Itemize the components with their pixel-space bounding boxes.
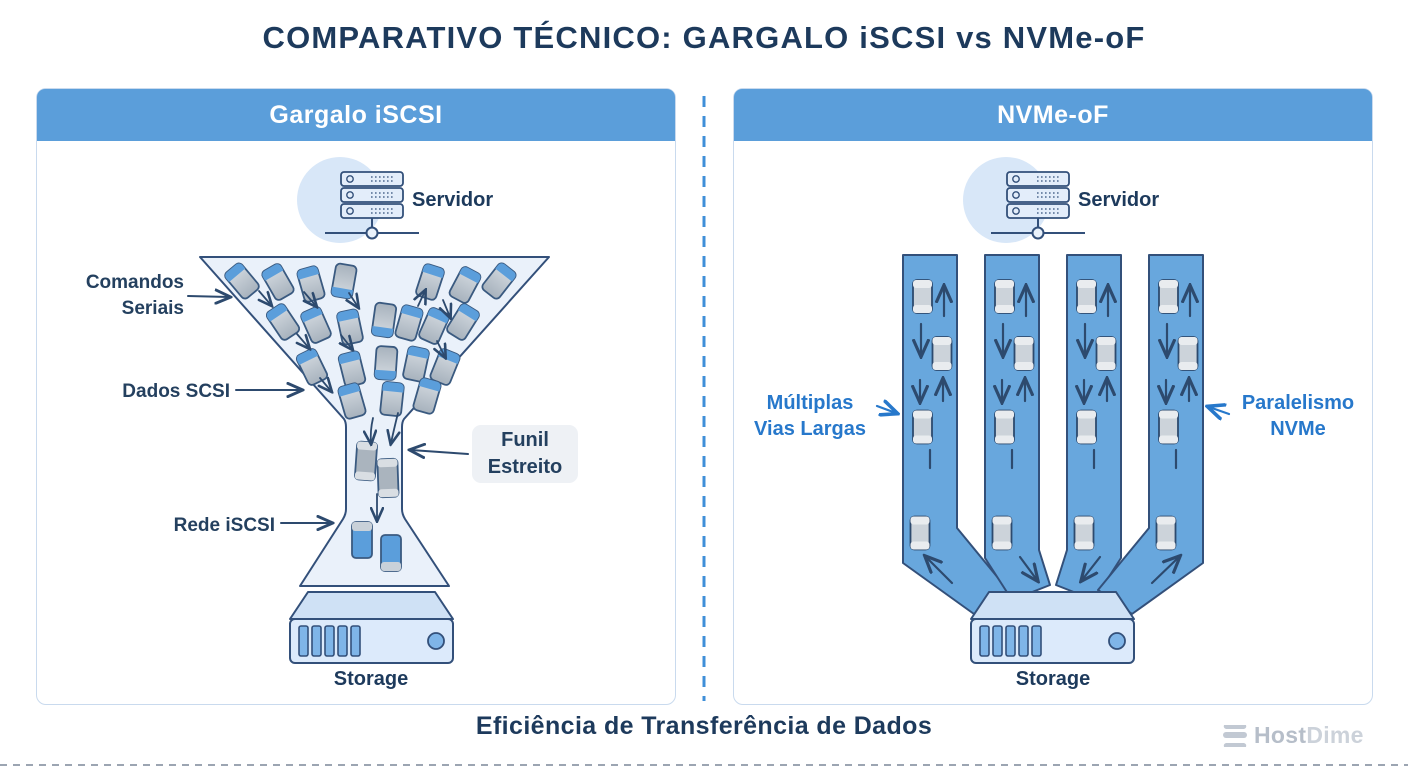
storage-label-right: Storage — [1015, 668, 1091, 690]
panel-header-iscsi: Gargalo iSCSI — [37, 89, 675, 141]
hostdime-logo: HostDime — [1222, 722, 1364, 749]
bottom-edge-line — [0, 764, 1408, 766]
brand-host: Host — [1254, 722, 1307, 748]
main-title: COMPARATIVO TÉCNICO: GARGALO iSCSI vs NV… — [262, 20, 1146, 55]
label-funil-estreito-box: Funil Estreito — [472, 425, 578, 483]
server-label-right: Servidor — [1078, 189, 1160, 211]
storage-label-left: Storage — [333, 668, 409, 690]
server-label-left: Servidor — [412, 189, 494, 211]
label-comandos-seriais: Comandos Seriais — [85, 272, 184, 319]
label-paralelismo-nvme: Paralelismo NVMe — [1241, 392, 1355, 440]
label-rede-iscsi: Rede iSCSI — [173, 515, 275, 536]
footer-caption: Eficiência de Transferência de Dados — [475, 712, 933, 740]
brand-dime: Dime — [1306, 722, 1364, 748]
label-dados-scsi: Dados SCSI — [122, 381, 230, 402]
panel-header-nvmeof: NVMe-oF — [734, 89, 1372, 141]
label-multiplas-vias: Múltiplas Vias Largas — [754, 392, 866, 440]
hostdime-logo-icon — [1223, 724, 1247, 747]
